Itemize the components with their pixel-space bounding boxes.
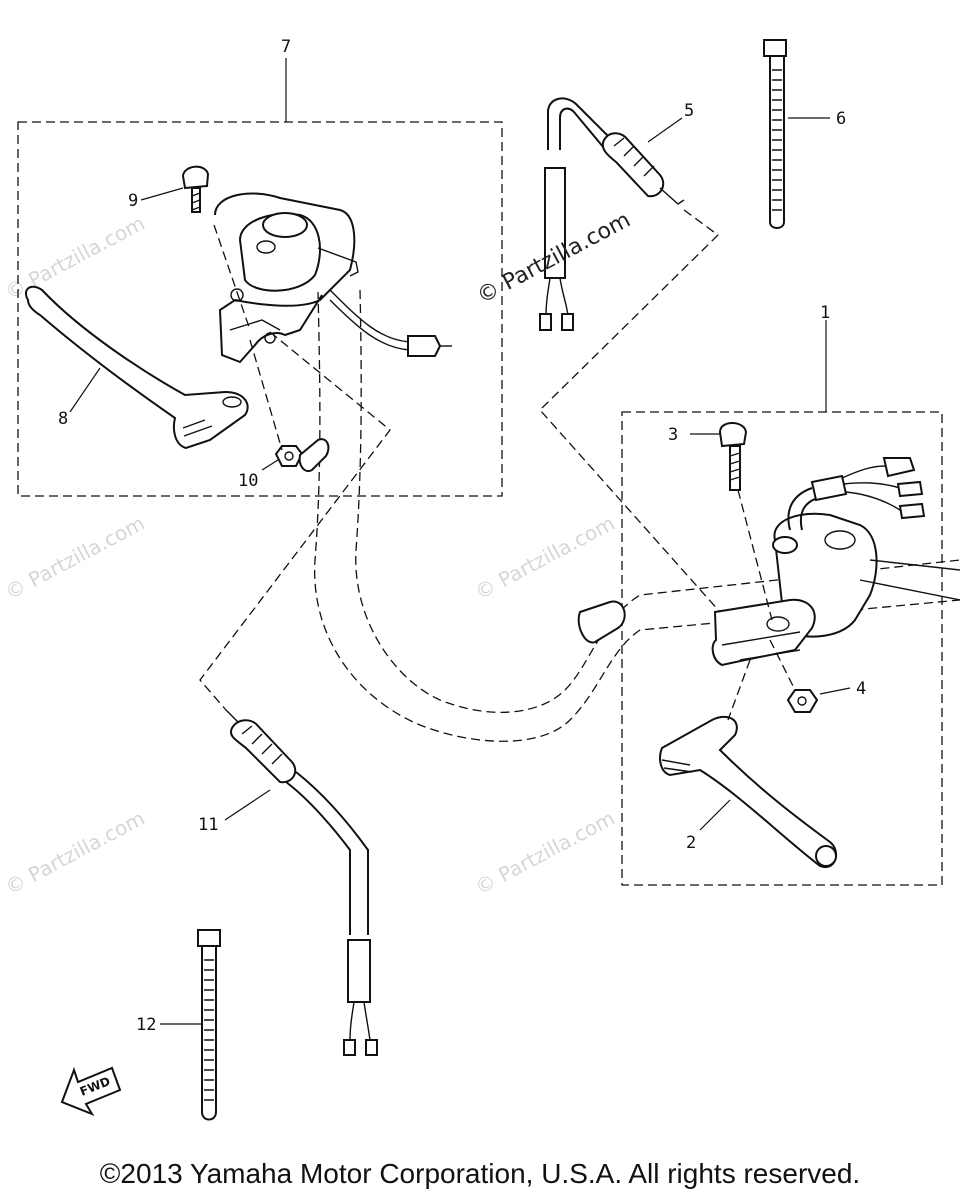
right-lever-holder [711,512,960,667]
copyright-notice: ©2013 Yamaha Motor Corporation, U.S.A. A… [99,1158,861,1189]
left-lever-holder [214,192,359,364]
switch-wire-7 [329,289,452,357]
callout-labels: 7 9 8 10 5 6 1 3 4 2 11 12 [58,37,866,1035]
brake-lever-2 [659,715,838,869]
callout-5: 5 [684,101,694,121]
nut-4 [786,689,819,713]
callout-7: 7 [281,37,291,57]
handlebar [314,289,960,742]
screw-3 [718,422,748,491]
routing-lines [199,209,796,721]
callout-8: 8 [58,409,68,429]
fwd-arrow: FWD [60,1066,122,1117]
cable-switch-5 [539,97,685,331]
callout-9: 9 [128,191,138,211]
leader-lines [69,58,851,1025]
bracket-left [298,438,330,472]
svg-text:© Partzilla.com: © Partzilla.com [1,806,149,900]
svg-text:© Partzilla.com: © Partzilla.com [1,211,149,305]
cable-tie-12 [197,929,221,1121]
callout-3: 3 [668,425,678,445]
screw-9 [181,165,210,213]
bracket-right [577,600,626,644]
svg-text:© Partzilla.com: © Partzilla.com [471,511,619,605]
callout-1: 1 [820,303,830,323]
svg-text:© Partzilla.com: © Partzilla.com [1,511,149,605]
switch-wires-1 [787,457,926,531]
nut-10 [274,445,304,467]
callout-12: 12 [136,1015,156,1035]
assembly-7-box [17,121,503,497]
callout-4: 4 [856,679,866,699]
cable-tie-6 [763,39,787,229]
callout-6: 6 [836,109,846,129]
cable-switch-11 [225,709,378,1056]
clutch-lever-8 [24,285,249,450]
callout-2: 2 [686,833,696,853]
assembly-1-box [621,411,943,886]
svg-text:© Partzilla.com: © Partzilla.com [471,806,619,900]
callout-11: 11 [198,815,218,835]
callout-10: 10 [238,471,258,491]
